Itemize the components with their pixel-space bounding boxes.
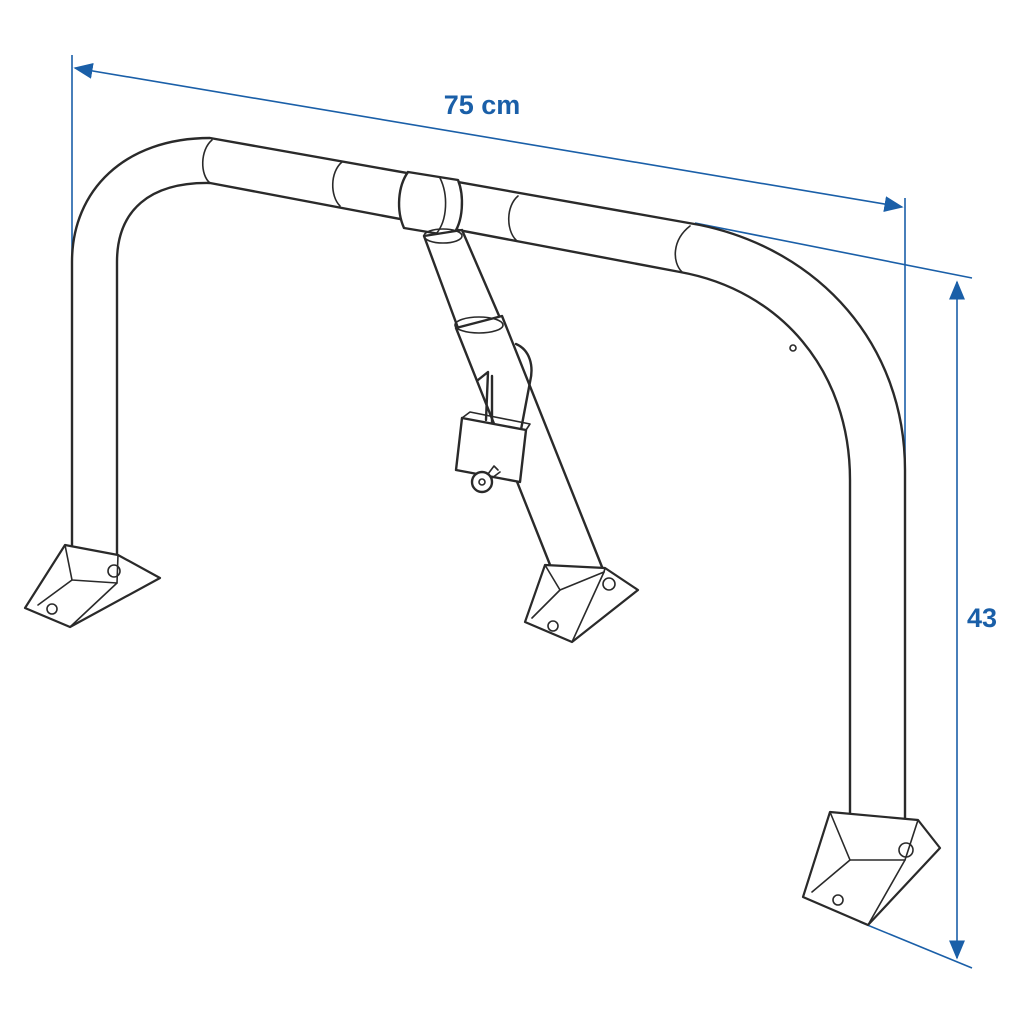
padlock-body-side — [461, 411, 531, 431]
middle-plate-flange — [531, 571, 605, 643]
height-label: 43 — [967, 603, 997, 633]
bolt-head — [898, 842, 914, 858]
tube-segment-line-4 — [674, 225, 691, 273]
strut-pivot — [423, 228, 463, 244]
tube-segment-line-2 — [331, 161, 343, 207]
right-plate-fold — [829, 811, 919, 861]
main-tube-outer-contour — [70, 136, 907, 860]
right-plate-base — [801, 810, 942, 927]
mounting-plate-left — [23, 543, 162, 629]
right-plate-flange — [811, 859, 906, 926]
padlock — [454, 411, 531, 494]
key-icon — [470, 470, 494, 494]
bolt-hole — [547, 620, 559, 632]
middle-plate-base — [523, 563, 640, 644]
bolt-head — [107, 564, 121, 578]
left-plate-fold — [64, 544, 119, 584]
bolt-head — [602, 577, 616, 591]
bolt-hole — [832, 894, 844, 906]
width-dimension: 75 cm — [71, 55, 906, 470]
strut-sleeve-top — [454, 316, 504, 334]
left-plate-base — [23, 543, 162, 629]
main-tube-inner-contour — [115, 181, 852, 864]
rivet — [789, 344, 797, 352]
width-dimension-line — [73, 63, 904, 212]
main-tube — [70, 136, 907, 864]
lock-shackle — [476, 370, 494, 432]
height-dimension: 43 — [694, 222, 997, 969]
lock-bracket — [514, 342, 533, 437]
tube-collar-edge — [435, 177, 447, 235]
width-label: 75 cm — [444, 90, 521, 120]
mounting-plate-middle — [523, 563, 640, 644]
mounting-plate-right — [801, 810, 942, 927]
height-extension-line-bottom — [859, 921, 973, 969]
key-blade — [487, 465, 501, 479]
height-extension-line-top — [694, 222, 973, 279]
bolt-hole — [46, 603, 58, 615]
tube-segment-line-1 — [201, 139, 213, 184]
tube-segment-line-3 — [507, 195, 519, 241]
key-hole — [478, 478, 486, 486]
middle-plate-fold — [544, 564, 606, 591]
tube-collar — [397, 170, 464, 238]
left-plate-flange — [37, 579, 118, 628]
padlock-body — [454, 416, 528, 484]
